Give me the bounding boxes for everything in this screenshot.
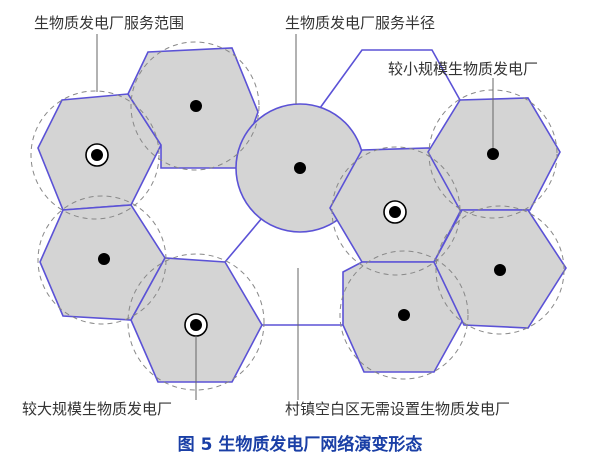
label-no-plant-zone: 村镇空白区无需设置生物质发电厂 — [285, 400, 510, 418]
label-large-plant: 较大规模生物质发电厂 — [22, 400, 172, 418]
large-plant-marker — [85, 143, 109, 167]
dashed-circle-right-center — [331, 146, 461, 276]
large-plant-marker — [383, 200, 407, 224]
figure-caption: 图 5 生物质发电厂网络演变形态 — [178, 434, 423, 455]
connector-top — [319, 49, 461, 109]
dashed-circle-left-bottom — [37, 195, 167, 325]
small-plant-marker — [398, 309, 410, 321]
small-plant-marker — [494, 264, 506, 276]
connector-center-left — [224, 217, 263, 263]
dashed-circle-right-bottom-left — [339, 250, 469, 380]
dashed-circle-left-top — [30, 90, 160, 220]
small-plant-marker — [190, 100, 202, 112]
label-service-radius: 生物质发电厂服务半径 — [285, 14, 435, 32]
large-plant-marker — [184, 313, 208, 337]
dashed-circle-right-bottom-right — [435, 205, 565, 335]
label-service-range: 生物质发电厂服务范围 — [34, 14, 184, 32]
label-small-plant: 较小规模生物质发电厂 — [388, 60, 538, 78]
dashed-circle-top-second — [130, 41, 260, 171]
small-plant-marker — [487, 148, 499, 160]
dashed-circle-bottom-second — [127, 253, 265, 391]
leader-lines — [96, 34, 494, 400]
small-plant-marker — [294, 162, 306, 174]
small-plant-marker — [98, 253, 110, 265]
